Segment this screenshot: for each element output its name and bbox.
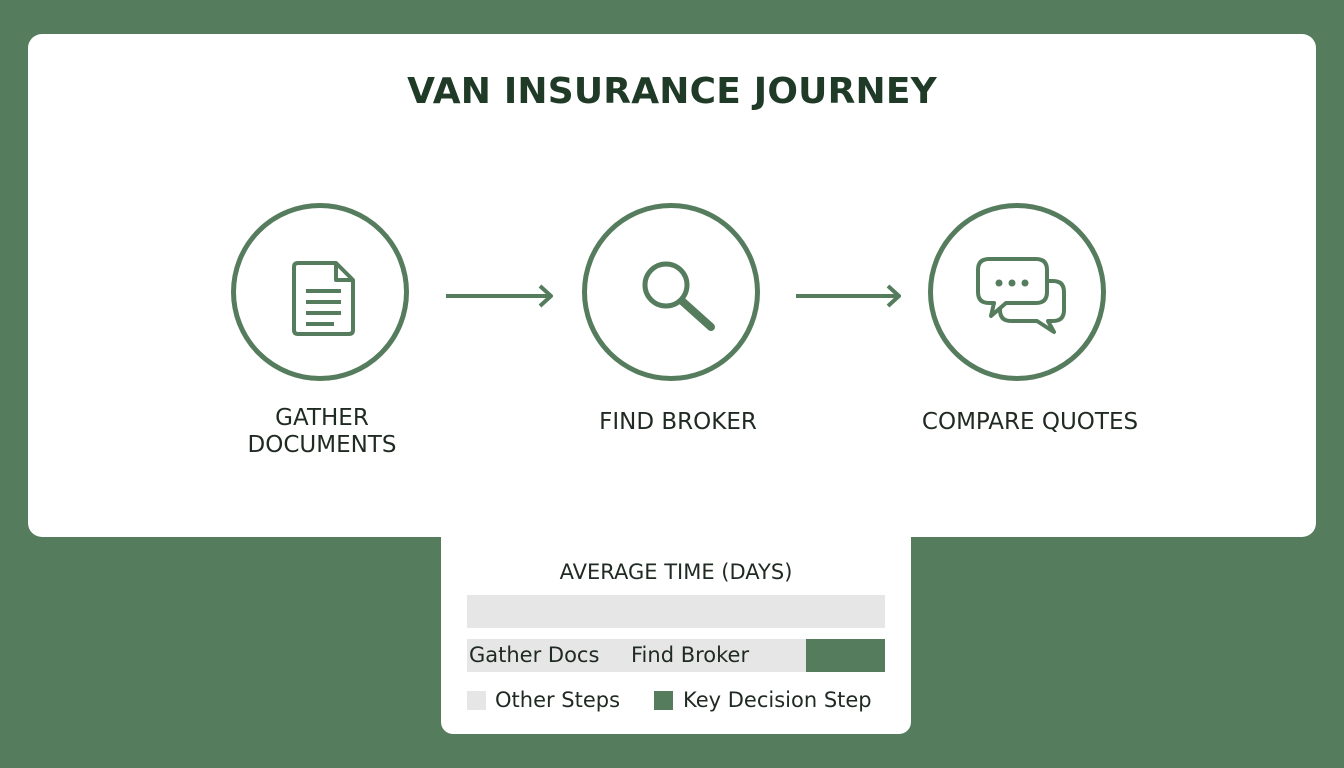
- step-find-broker: [582, 203, 760, 381]
- bar-segment-gather-docs: [467, 639, 806, 672]
- magnifier-icon: [642, 261, 715, 331]
- document-icon: [292, 261, 355, 336]
- chart-title: AVERAGE TIME (DAYS): [559, 560, 793, 584]
- legend-label-other-steps: Other Steps: [495, 688, 621, 712]
- legend-swatch-key-decision-step: [654, 691, 673, 710]
- step-label-compare-quotes: COMPARE QUOTES: [921, 409, 1139, 435]
- legend-label-key-decision-step: Key Decision Step: [683, 688, 872, 712]
- step-gather-documents: [231, 203, 409, 381]
- step-label-gather-documents: GATHER DOCUMENTS: [247, 405, 397, 458]
- chat-bubbles-icon: [976, 257, 1066, 334]
- bar-label-find-broker: Find Broker: [631, 643, 750, 667]
- arrow-right-icon: [796, 284, 901, 308]
- step-label-find-broker: FIND BROKER: [599, 409, 757, 435]
- chart-bar-track: [467, 595, 885, 628]
- page-title: VAN INSURANCE JOURNEY: [407, 71, 937, 112]
- arrow-right-icon: [446, 284, 553, 308]
- bar-segment-key-decision: [806, 639, 885, 672]
- chart-bar-row: Gather Docs Find Broker: [467, 639, 885, 672]
- bar-label-gather-docs: Gather Docs: [469, 643, 600, 667]
- average-time-chart: AVERAGE TIME (DAYS) Gather Docs Find Brok…: [441, 520, 911, 734]
- step-compare-quotes: [928, 203, 1106, 381]
- legend-swatch-other-steps: [467, 691, 486, 710]
